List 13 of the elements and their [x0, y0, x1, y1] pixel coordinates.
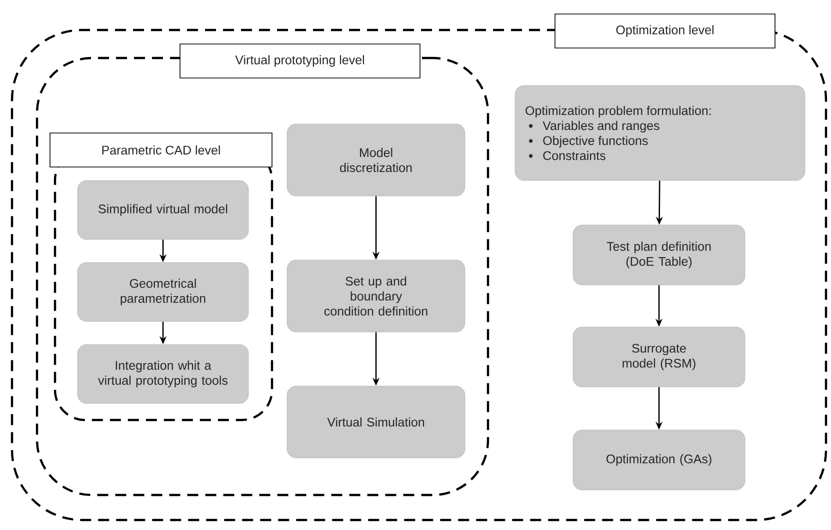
process-box: Geometrical parametrization: [77, 262, 249, 322]
process-box: Test plan definition (DoE Table): [572, 224, 746, 286]
level-label: Virtual prototyping level: [180, 44, 420, 78]
process-box: Virtual Simulation: [286, 386, 466, 458]
process-box: Simplified virtual model: [77, 180, 249, 240]
process-box: Optimization (GAs): [572, 430, 746, 490]
level-label: Optimization level: [554, 14, 776, 48]
level-label: Parametric CAD level: [50, 132, 272, 168]
process-box: Surrogate model (RSM): [572, 326, 746, 388]
process-box: Integration whit a virtual prototyping tools: [77, 344, 249, 404]
process-box: Model discretization: [286, 124, 466, 196]
process-box: Set up and boundary condition definition: [286, 260, 466, 332]
process-box: Optimization problem formulation: Variables and ranges Objective functions Constraints: [514, 85, 806, 181]
